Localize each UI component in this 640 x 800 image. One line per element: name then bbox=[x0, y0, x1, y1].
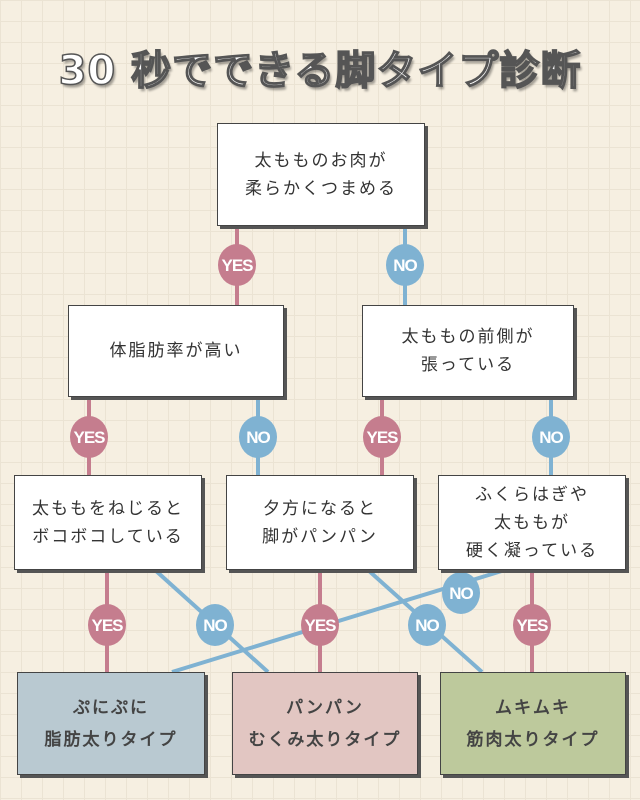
svg-text:NO: NO bbox=[539, 428, 563, 447]
question-text: 夕方になると bbox=[263, 498, 377, 519]
question-text: 張っている bbox=[420, 355, 516, 375]
question-stiff: ふくらはぎや 太ももが 硬く凝っている bbox=[438, 475, 626, 570]
svg-text:YES: YES bbox=[516, 616, 548, 635]
question-bumpy: 太ももをねじると ボコボコしている bbox=[14, 475, 202, 570]
question-text: ボコボコしている bbox=[32, 526, 184, 547]
yes-badge: YES bbox=[70, 416, 108, 458]
result-text: 筋肉太りタイプ bbox=[466, 729, 600, 750]
question-text: 太ももをねじると bbox=[32, 498, 184, 519]
question-text: 太ももが bbox=[494, 512, 570, 533]
question-front-thigh: 太ももの前側が 張っている bbox=[362, 305, 574, 397]
no-badge: NO bbox=[532, 416, 570, 458]
yes-badge: YES bbox=[301, 604, 339, 646]
yes-badge: YES bbox=[363, 416, 401, 458]
no-badge: NO bbox=[442, 572, 480, 614]
question-text: 太ももの前側が bbox=[401, 327, 535, 347]
result-text: ムキムキ bbox=[495, 697, 571, 718]
no-badge: NO bbox=[408, 604, 446, 646]
no-badge: NO bbox=[196, 604, 234, 646]
result-text: 脂肪太りタイプ bbox=[44, 729, 178, 750]
question-body-fat: 体脂肪率が高い bbox=[68, 305, 284, 397]
svg-text:NO: NO bbox=[449, 584, 473, 603]
question-evening-swelling: 夕方になると 脚がパンパン bbox=[226, 475, 414, 570]
yes-badge: YES bbox=[218, 244, 256, 286]
result-swelling-type: パンパン むくみ太りタイプ bbox=[232, 672, 418, 775]
svg-text:NO: NO bbox=[415, 616, 439, 635]
no-badge: NO bbox=[239, 416, 277, 458]
result-text: ぷにぷに bbox=[73, 697, 149, 718]
svg-text:YES: YES bbox=[73, 428, 105, 447]
svg-text:NO: NO bbox=[203, 616, 227, 635]
yes-badge: YES bbox=[513, 604, 551, 646]
svg-text:YES: YES bbox=[304, 616, 336, 635]
svg-text:YES: YES bbox=[221, 256, 253, 275]
result-fat-type: ぷにぷに 脂肪太りタイプ bbox=[17, 672, 205, 775]
no-badge: NO bbox=[386, 244, 424, 286]
result-muscle-type: ムキムキ 筋肉太りタイプ bbox=[440, 672, 626, 775]
yes-badge: YES bbox=[88, 604, 126, 646]
question-text: 太もものお肉が bbox=[254, 150, 388, 171]
question-soft-thighs: 太もものお肉が 柔らかくつまめる bbox=[217, 123, 425, 226]
question-text: 体脂肪率が高い bbox=[109, 341, 243, 361]
question-text: 硬く凝っている bbox=[465, 540, 599, 561]
question-text: ふくらはぎや bbox=[475, 484, 589, 505]
result-text: むくみ太りタイプ bbox=[248, 729, 402, 750]
svg-text:YES: YES bbox=[91, 616, 123, 635]
svg-text:NO: NO bbox=[393, 256, 417, 275]
svg-text:NO: NO bbox=[246, 428, 270, 447]
page-title: 30 秒でできる脚タイプ診断 bbox=[58, 47, 582, 95]
question-text: 脚がパンパン bbox=[262, 526, 378, 547]
svg-text:YES: YES bbox=[366, 428, 398, 447]
question-text: 柔らかくつまめる bbox=[245, 178, 397, 199]
result-text: パンパン bbox=[286, 697, 364, 718]
